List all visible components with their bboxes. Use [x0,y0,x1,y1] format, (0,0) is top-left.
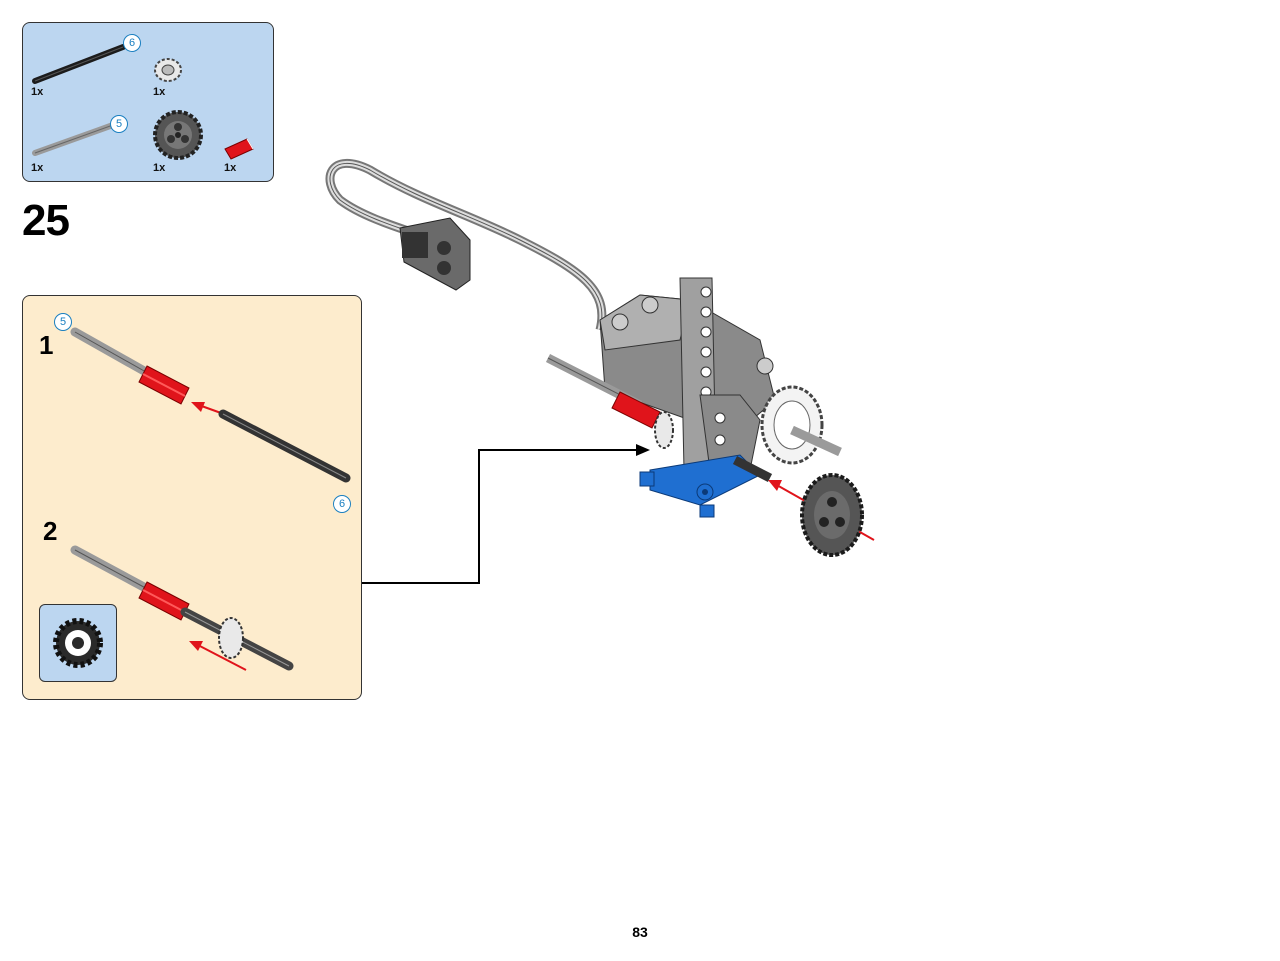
part-qty: 1x [153,86,166,98]
axle-length-badge: 6 [333,495,351,513]
black-axle-icon [32,44,126,84]
axle-length-badge: 5 [110,115,128,133]
substep-number: 2 [43,516,58,546]
axle-length-badge: 6 [123,34,141,52]
red-axle-connector-icon [224,138,254,160]
parts-list-panel: 6 1x 1x 5 1x 1x 1x [22,22,274,182]
part-qty: 1x [224,162,237,174]
gear-detail-callout [39,604,117,682]
gear-24-tooth-icon [153,110,203,160]
substep-number: 1 [39,330,54,360]
small-gear-icon [154,58,182,82]
part-qty: 1x [31,162,44,174]
small-gear-icon [53,618,103,668]
grey-axle-icon [32,122,116,156]
part-qty: 1x [153,162,166,174]
part-qty: 1x [31,86,44,98]
axle-length-badge: 5 [54,313,72,331]
page-number: 83 [632,924,648,940]
substep-2-illustration [70,545,294,671]
substep-panel: 5 1 6 2 [22,295,362,700]
step-number: 25 [22,196,70,245]
substep-1-illustration [70,327,351,483]
